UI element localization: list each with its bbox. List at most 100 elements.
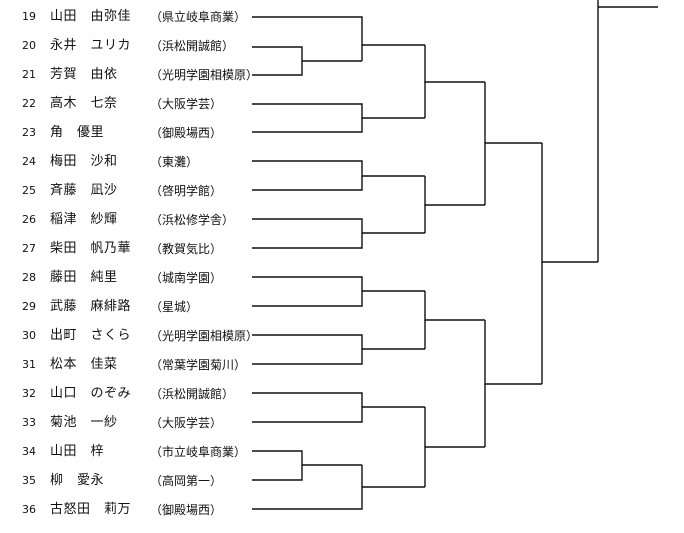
player-name: 角 優里 — [50, 125, 105, 140]
bracket-line — [252, 61, 303, 76]
player-row: 34 山田 梓 （市立岐阜商業） — [0, 442, 260, 462]
player-row: 33 菊池 一紗 （大阪学芸） — [0, 413, 260, 433]
school-name: （市立岐阜商業） — [150, 445, 247, 459]
school-name: （啓明学館） — [150, 184, 223, 198]
seed-number: 22 — [22, 97, 36, 110]
seed-number: 29 — [22, 300, 36, 313]
player-name: 梅田 沙和 — [50, 154, 118, 169]
player-row: 32 山口 のぞみ （浜松開誠館） — [0, 384, 260, 404]
player-row: 22 高木 七奈 （大阪学芸） — [0, 94, 260, 114]
bracket-line — [252, 276, 425, 292]
player-row: 20 永井 ユリカ （浜松開誠館） — [0, 36, 260, 56]
player-name: 高木 七奈 — [50, 96, 118, 111]
player-name: 藤田 純里 — [50, 270, 118, 285]
player-name: 柴田 帆乃華 — [50, 241, 132, 256]
seed-number: 32 — [22, 387, 36, 400]
bracket-line — [252, 103, 425, 119]
bracket-line — [252, 218, 425, 234]
bracket-line — [252, 334, 425, 350]
seed-number: 28 — [22, 271, 36, 284]
player-name: 出町 さくら — [50, 328, 132, 343]
player-row: 35 柳 愛永 （高岡第一） — [0, 471, 260, 491]
school-name: （大阪学芸） — [150, 416, 223, 430]
school-name: （県立岐阜商業） — [150, 10, 247, 24]
player-row: 28 藤田 純里 （城南学園） — [0, 268, 260, 288]
player-row: 21 芳賀 由依 （光明学園相模原） — [0, 65, 260, 85]
bracket-line — [252, 349, 363, 365]
seed-number: 35 — [22, 474, 36, 487]
seed-number: 30 — [22, 329, 36, 342]
bracket-line — [252, 450, 362, 466]
seed-number: 19 — [22, 10, 36, 23]
seed-number: 24 — [22, 155, 36, 168]
bracket-line — [252, 46, 362, 62]
player-row: 29 武藤 麻緋路 （星城） — [0, 297, 260, 317]
seed-number: 36 — [22, 503, 36, 516]
bracket-line — [484, 320, 542, 385]
player-row: 19 山田 由弥佳 （県立岐阜商業） — [0, 7, 260, 27]
player-name: 菊池 一紗 — [50, 415, 118, 430]
seed-number: 20 — [22, 39, 36, 52]
school-name: （御殿場西） — [150, 503, 223, 517]
player-name: 松本 佳菜 — [50, 357, 118, 372]
player-row: 36 古怒田 莉万 （御殿場西） — [0, 500, 260, 520]
school-name: （光明学園相模原） — [150, 329, 259, 343]
bracket-line — [252, 392, 425, 408]
seed-number: 23 — [22, 126, 36, 139]
player-name: 古怒田 莉万 — [50, 502, 132, 517]
player-name: 山田 由弥佳 — [50, 9, 132, 24]
bracket-line — [424, 291, 485, 321]
school-name: （東灘） — [150, 155, 199, 169]
player-row: 24 梅田 沙和 （東灘） — [0, 152, 260, 172]
player-name: 柳 愛永 — [50, 473, 105, 488]
bracket-line — [252, 407, 363, 423]
seed-number: 21 — [22, 68, 36, 81]
player-row: 26 稲津 紗輝 （浜松修学舎） — [0, 210, 260, 230]
school-name: （浜松開誠館） — [150, 39, 235, 53]
school-name: （光明学園相模原） — [150, 68, 259, 82]
player-name: 武藤 麻緋路 — [50, 299, 132, 314]
player-row: 23 角 優里 （御殿場西） — [0, 123, 260, 143]
player-name: 斉藤 凪沙 — [50, 183, 118, 198]
player-row: 30 出町 さくら （光明学園相模原） — [0, 326, 260, 346]
school-name: （高岡第一） — [150, 474, 223, 488]
player-name: 永井 ユリカ — [50, 38, 132, 53]
seed-number: 26 — [22, 213, 36, 226]
school-name: （常葉学園菊川） — [150, 358, 247, 372]
player-name: 稲津 紗輝 — [50, 212, 118, 227]
bracket-line — [252, 291, 363, 307]
seed-number: 33 — [22, 416, 36, 429]
bracket-line — [252, 176, 363, 191]
player-name: 山口 のぞみ — [50, 386, 132, 401]
player-row: 25 斉藤 凪沙 （啓明学館） — [0, 181, 260, 201]
bracket-line — [252, 160, 425, 177]
school-name: （浜松修学舎） — [150, 213, 235, 227]
bracket-line — [252, 118, 363, 133]
player-name: 芳賀 由依 — [50, 67, 118, 82]
bracket-line — [541, 143, 598, 263]
bracket-line — [424, 407, 485, 448]
player-row: 31 松本 佳菜 （常葉学園菊川） — [0, 355, 260, 375]
school-name: （星城） — [150, 300, 199, 314]
school-name: （浜松開誠館） — [150, 387, 235, 401]
seed-number: 27 — [22, 242, 36, 255]
bracket-line — [252, 233, 363, 249]
school-name: （城南学園） — [150, 271, 223, 285]
seed-number: 31 — [22, 358, 36, 371]
player-row: 27 柴田 帆乃華 （教賀気比） — [0, 239, 260, 259]
bracket-line — [252, 486, 425, 510]
school-name: （御殿場西） — [150, 126, 223, 140]
seed-number: 25 — [22, 184, 36, 197]
bracket-line — [484, 82, 542, 144]
school-name: （大阪学芸） — [150, 97, 223, 111]
bracket-line — [424, 45, 485, 83]
bracket-line — [252, 16, 425, 46]
seed-number: 34 — [22, 445, 36, 458]
school-name: （教賀気比） — [150, 242, 223, 256]
bracket-line — [424, 176, 485, 206]
bracket-line — [252, 465, 303, 481]
player-name: 山田 梓 — [50, 444, 105, 459]
